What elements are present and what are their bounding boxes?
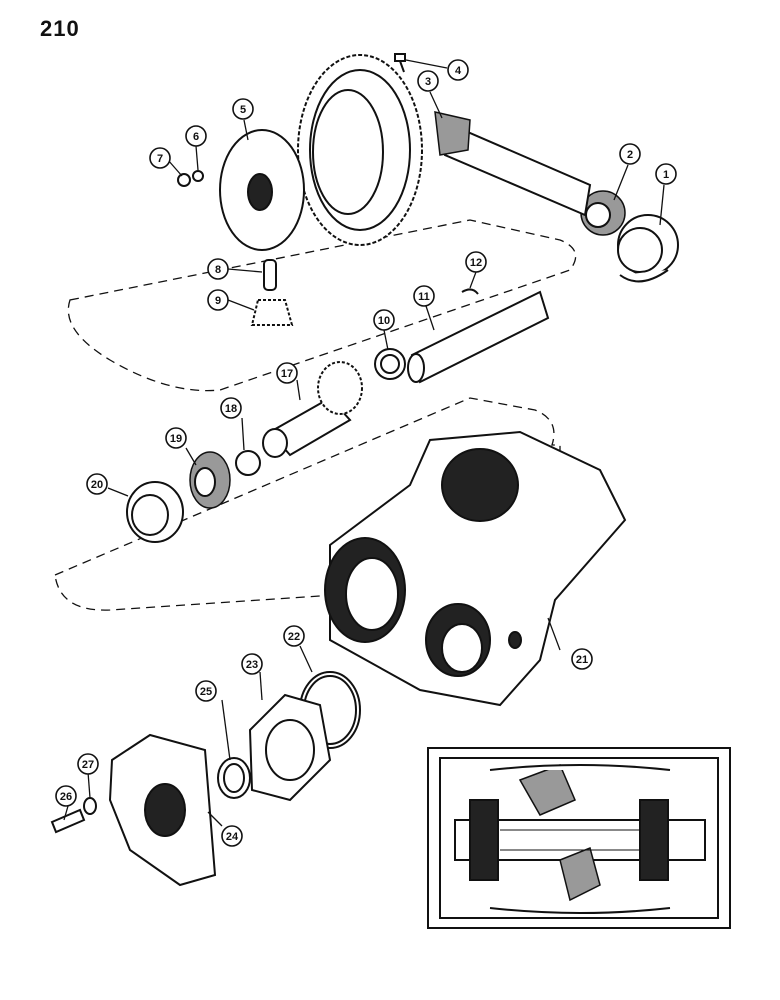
svg-text:3: 3 xyxy=(425,76,431,88)
part-24-bearing-retainer xyxy=(108,733,217,887)
svg-text:21: 21 xyxy=(576,654,588,666)
lower-dashed-outline xyxy=(54,397,561,611)
callout-2: 2 xyxy=(619,143,641,165)
callout-4: 4 xyxy=(447,59,469,81)
svg-text:6: 6 xyxy=(193,131,199,143)
callout-18: 18 xyxy=(220,397,242,419)
part-10-thrust-washer xyxy=(374,348,406,380)
part-9-pinion-gear xyxy=(250,299,294,326)
inset-cross-section xyxy=(427,747,731,929)
part-19-cone-bearing xyxy=(189,451,231,509)
part-11-cross-shaft xyxy=(407,290,550,384)
part-12-key xyxy=(461,288,479,295)
svg-text:23: 23 xyxy=(246,659,258,671)
part-23-gasket xyxy=(248,693,332,802)
svg-text:22: 22 xyxy=(288,631,300,643)
svg-text:25: 25 xyxy=(200,686,212,698)
svg-text:7: 7 xyxy=(157,153,163,165)
leader-lines xyxy=(63,59,665,827)
part-27-lock-washer xyxy=(83,797,97,815)
part-4-cap-screw xyxy=(394,53,406,73)
part-6-lock-washer xyxy=(192,170,204,182)
part-3-ring-gear xyxy=(297,54,423,246)
page-number: 210 xyxy=(40,16,80,41)
callout-1: 1 xyxy=(655,163,677,185)
part-2-cone-bearing xyxy=(580,190,626,236)
callout-20: 20 xyxy=(86,473,108,495)
part-20-bearing-cup xyxy=(126,481,184,543)
part-26-cap-screw xyxy=(50,808,86,834)
svg-text:9: 9 xyxy=(215,295,221,307)
callout-10: 10 xyxy=(373,309,395,331)
svg-text:17: 17 xyxy=(281,368,293,380)
svg-text:11: 11 xyxy=(418,291,430,303)
svg-text:1: 1 xyxy=(663,169,669,181)
callout-11: 11 xyxy=(413,285,435,307)
callout-12: 12 xyxy=(465,251,487,273)
part-8-pin xyxy=(263,259,277,291)
callout-24: 24 xyxy=(221,825,243,847)
svg-text:10: 10 xyxy=(378,315,390,327)
part-17-side-gear xyxy=(262,361,363,458)
part-1-bearing-cup xyxy=(617,214,679,283)
callout-17: 17 xyxy=(276,362,298,384)
callout-9: 9 xyxy=(207,289,229,311)
upper-dashed-outline xyxy=(67,219,577,392)
part-18-snap-ring xyxy=(235,450,261,476)
callout-19: 19 xyxy=(165,427,187,449)
svg-text:27: 27 xyxy=(82,759,94,771)
callout-5: 5 xyxy=(232,98,254,120)
svg-text:12: 12 xyxy=(470,257,482,269)
callout-21: 21 xyxy=(571,648,593,670)
svg-text:4: 4 xyxy=(455,65,462,77)
callout-3: 3 xyxy=(417,70,439,92)
svg-text:8: 8 xyxy=(215,264,221,276)
part-3-pinion-shaft xyxy=(434,111,592,217)
part-5-case-half xyxy=(219,129,305,251)
svg-text:2: 2 xyxy=(627,149,633,161)
callout-25: 25 xyxy=(195,680,217,702)
svg-text:5: 5 xyxy=(240,104,246,116)
callout-26: 26 xyxy=(55,785,77,807)
callout-8: 8 xyxy=(207,258,229,280)
svg-text:19: 19 xyxy=(170,433,182,445)
callout-6: 6 xyxy=(185,125,207,147)
callout-7: 7 xyxy=(149,147,171,169)
svg-text:18: 18 xyxy=(225,403,237,415)
part-25-oil-seal xyxy=(217,757,251,799)
part-21-housing xyxy=(324,430,627,707)
svg-text:20: 20 xyxy=(91,479,103,491)
svg-text:26: 26 xyxy=(60,791,72,803)
callout-22: 22 xyxy=(283,625,305,647)
part-7-nut xyxy=(177,173,191,187)
callout-23: 23 xyxy=(241,653,263,675)
svg-text:24: 24 xyxy=(226,831,239,843)
callout-27: 27 xyxy=(77,753,99,775)
